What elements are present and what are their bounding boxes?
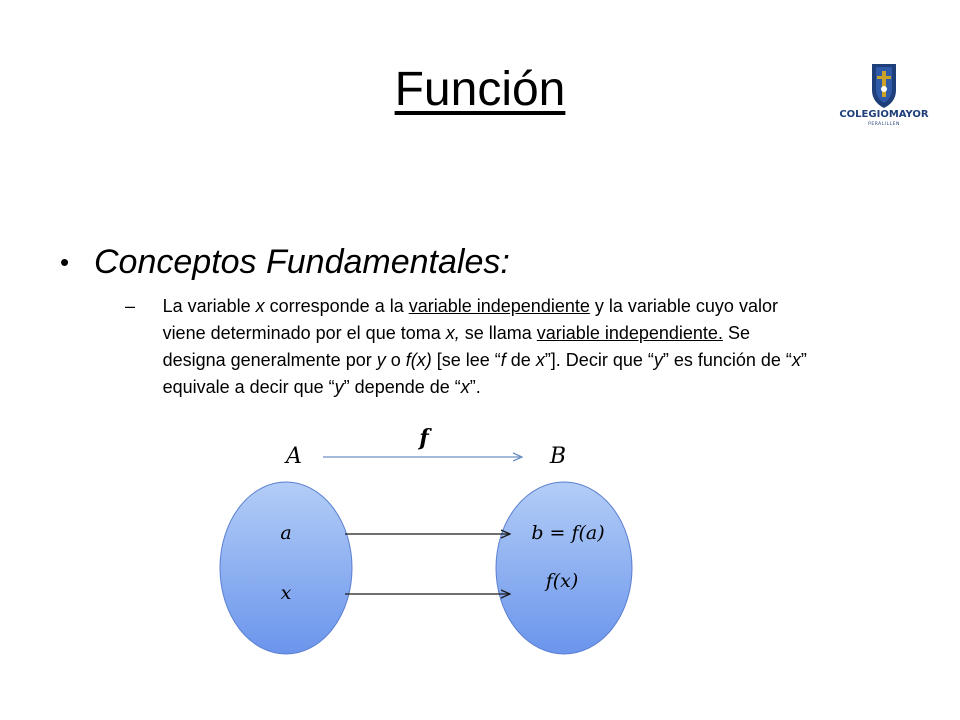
logo-subtext: PERALILLEN [868, 121, 900, 127]
text-run: y [334, 377, 344, 397]
function-label: f [417, 425, 432, 451]
dash-icon: – [125, 296, 136, 316]
bullet-icon: • [60, 247, 70, 277]
text-run: ”. [469, 377, 481, 397]
text-run: x [535, 350, 545, 370]
bullet-heading: Conceptos Fundamentales: [94, 243, 510, 281]
text-run: se llama [459, 323, 537, 343]
text-run: o [385, 350, 406, 370]
text-run: ”]. Decir que “ [544, 350, 654, 370]
codomain-element-fa: b = f(a) [531, 522, 604, 544]
bullet-item: • Conceptos Fundamentales: [60, 240, 510, 284]
set-a-label: A [284, 444, 302, 469]
text-run: ” es función de “ [662, 350, 792, 370]
slide-title: Función [394, 63, 566, 116]
domain-set-ellipse [219, 481, 353, 655]
set-b-label: B [549, 444, 566, 469]
text-run: x, [445, 323, 460, 343]
underlined-term: variable independiente. [536, 323, 723, 343]
underlined-term: variable independiente [408, 296, 590, 316]
text-run: ” depende de “ [343, 377, 461, 397]
domain-element-a: a [280, 522, 291, 544]
text-run: f [500, 350, 506, 370]
text-run: [se lee “ [431, 350, 501, 370]
text-run: y [376, 350, 386, 370]
text-run: corresponde a la [264, 296, 409, 316]
text-run: y la variable cuyo valor viene determina… [162, 296, 778, 343]
definition-paragraph: La variable x corresponde a la variable … [163, 293, 815, 401]
text-run: La variable [162, 296, 256, 316]
text-run: x [255, 296, 265, 316]
text-run: x [791, 350, 801, 370]
domain-element-x: x [281, 582, 292, 604]
text-run: y [653, 350, 663, 370]
logo-text: COLEGIOMAYOR [839, 109, 929, 120]
text-run: de [505, 350, 536, 370]
text-run: ” equivale a decir que “ [162, 350, 807, 397]
text-run: x [460, 377, 470, 397]
sub-bullet: – La variable x corresponde a la variabl… [125, 293, 815, 401]
school-logo: COLEGIOMAYOR PERALILLEN [839, 64, 929, 127]
codomain-element-fx: f(x) [544, 570, 579, 592]
text-run: f(x) [405, 350, 432, 370]
crest-icon [872, 64, 896, 108]
text-run: Se designa generalmente por [162, 323, 750, 370]
codomain-set-ellipse [495, 481, 633, 655]
